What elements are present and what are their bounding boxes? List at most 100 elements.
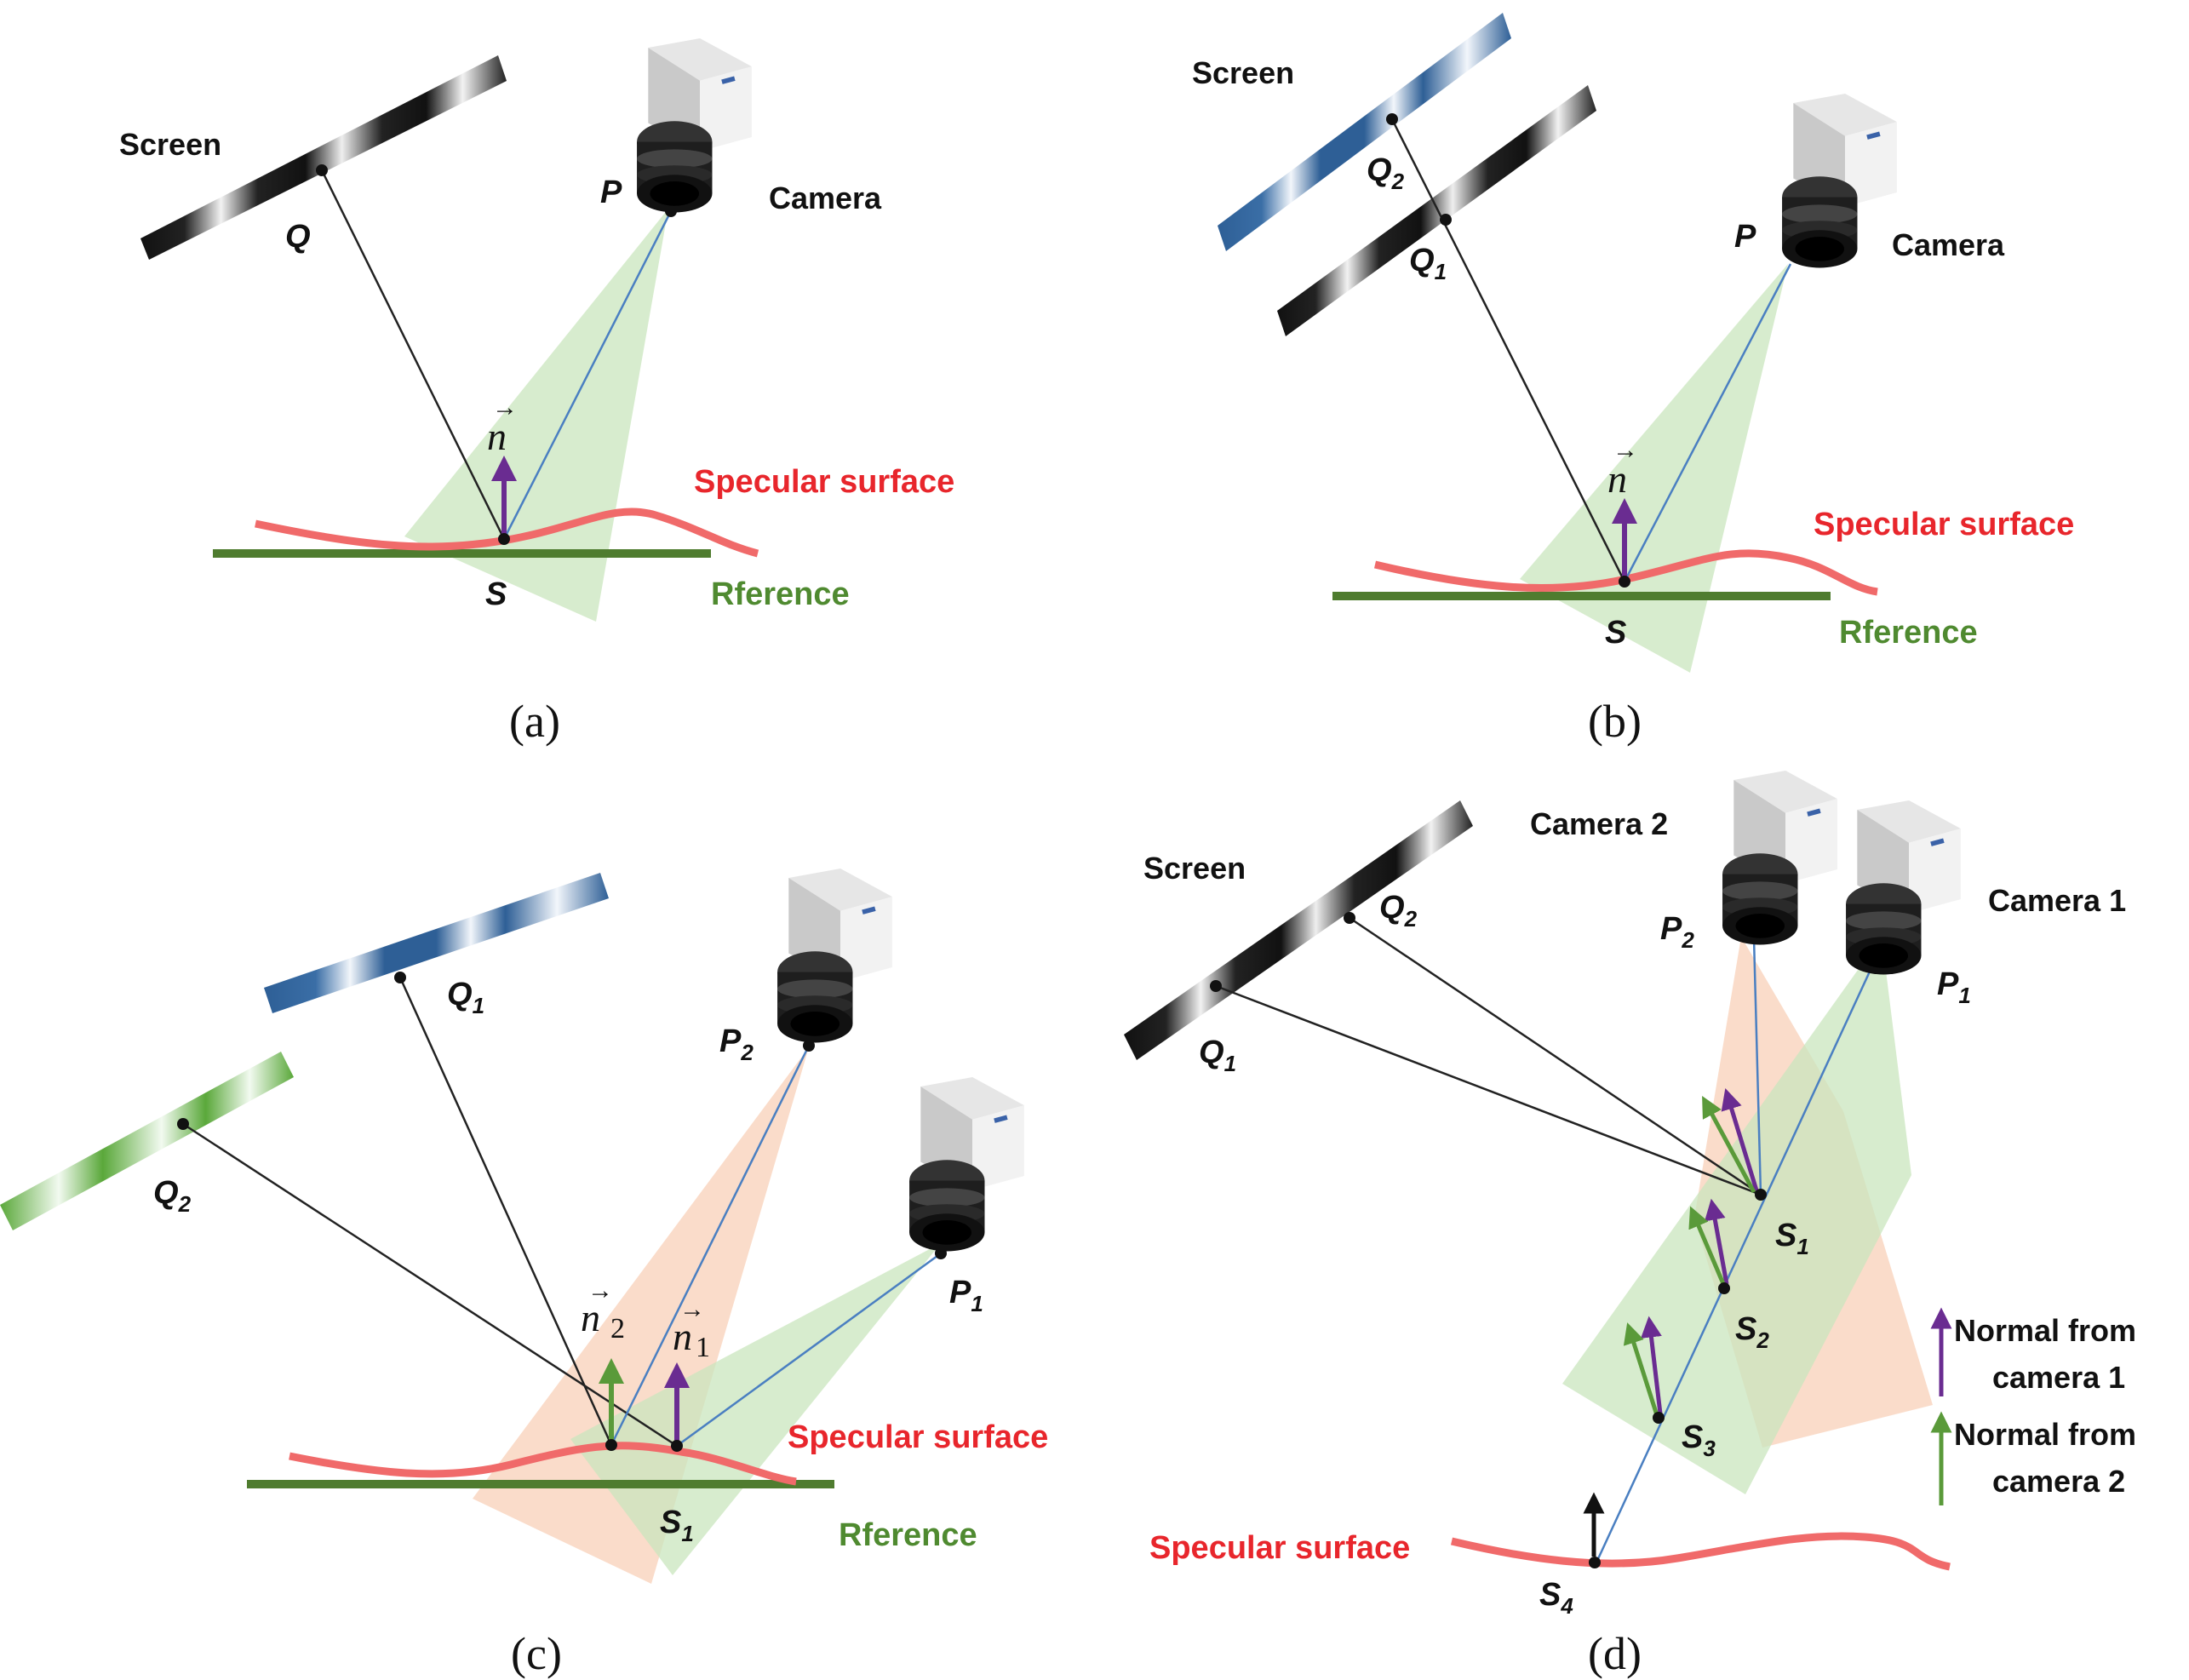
screen-bar xyxy=(1124,800,1473,1060)
camera-icon xyxy=(1782,94,1897,268)
s1-label: S1 xyxy=(1775,1218,1809,1259)
camera-icon xyxy=(637,38,752,213)
normal-cam1-s1 xyxy=(1721,1088,1759,1191)
vector-arrow-symbol: → xyxy=(1613,436,1638,464)
point-q xyxy=(316,164,328,176)
point-s-left xyxy=(605,1439,617,1451)
screen-bar-dark xyxy=(1277,85,1596,336)
normal-cam1-s2 xyxy=(1704,1198,1729,1285)
s2-label: S2 xyxy=(1735,1311,1769,1353)
camera-label: Camera xyxy=(769,181,882,215)
p2-label: P2 xyxy=(719,1023,754,1065)
specular-surface xyxy=(255,507,759,558)
caption-b: (b) xyxy=(1588,696,1642,747)
screen-ray-q1 xyxy=(1215,984,1762,1196)
specular-surface xyxy=(1373,549,1878,596)
specular-surface-label: Specular surface xyxy=(1149,1530,1410,1566)
screen-bar-blue xyxy=(1218,13,1511,251)
legend: Normal from camera 1 Normal from camera … xyxy=(1930,1307,2136,1505)
screen-label: Screen xyxy=(1143,851,1246,886)
point-q2 xyxy=(177,1118,189,1130)
p1-label: P1 xyxy=(949,1275,983,1316)
camera-ray xyxy=(502,210,673,540)
point-s1 xyxy=(671,1440,683,1452)
s4-label: S4 xyxy=(1539,1577,1573,1619)
legend-camera1-line2: camera 1 xyxy=(1992,1360,2125,1395)
normal-cam1-s3 xyxy=(1641,1316,1663,1414)
caption-c: (c) xyxy=(511,1628,562,1679)
q1-label: Q1 xyxy=(1199,1035,1236,1076)
screen-ray xyxy=(1390,118,1626,582)
camera-icon xyxy=(909,1077,1024,1252)
vector-arrow-symbol: → xyxy=(492,393,518,421)
s1-label: S1 xyxy=(660,1505,694,1546)
camera2-ray xyxy=(1752,937,1762,1195)
screen-label: Screen xyxy=(119,127,221,162)
camera1-ray xyxy=(1595,949,1882,1563)
point-s2 xyxy=(1718,1282,1730,1294)
q1-label: Q1 xyxy=(447,977,484,1018)
point-s4 xyxy=(1589,1557,1601,1568)
point-s1 xyxy=(1755,1189,1767,1201)
legend-camera2-line1: Normal from xyxy=(1954,1417,2136,1452)
specular-surface xyxy=(289,1442,797,1486)
caption-a: (a) xyxy=(509,696,560,747)
reference-label: Rference xyxy=(839,1517,977,1553)
view-cone-camera1 xyxy=(570,1243,941,1575)
specular-surface-label: Specular surface xyxy=(1814,507,2074,542)
point-q1 xyxy=(394,972,406,983)
point-q2 xyxy=(1344,912,1355,924)
camera-ray-p1 xyxy=(676,1252,942,1448)
s-label: S xyxy=(485,576,507,612)
legend-camera1-line1: Normal from xyxy=(1954,1313,2136,1348)
camera-ray xyxy=(1623,263,1792,582)
q2-label: Q2 xyxy=(1367,152,1405,194)
q1-label: Q1 xyxy=(1409,243,1447,284)
normal-cam2-s2 xyxy=(1688,1206,1727,1287)
point-s3 xyxy=(1653,1412,1665,1424)
p1-label: P1 xyxy=(1937,966,1971,1008)
point-q2 xyxy=(1386,113,1398,125)
screen-label: Screen xyxy=(1192,55,1294,90)
camera-icon xyxy=(1846,800,1961,975)
specular-surface-label: Specular surface xyxy=(694,464,954,500)
panel-a: Screen Camera Q P S n → Specular surface… xyxy=(119,38,954,747)
p-label: P xyxy=(600,175,622,210)
vector-arrow-symbol: → xyxy=(587,1276,613,1304)
s-label: S xyxy=(1605,615,1626,651)
point-q1 xyxy=(1440,214,1452,226)
point-q1 xyxy=(1210,980,1222,992)
screen-ray-q2 xyxy=(182,1122,678,1448)
specular-surface-label: Specular surface xyxy=(788,1419,1048,1455)
screen-bar-green xyxy=(0,1052,294,1230)
point-s xyxy=(498,533,510,545)
screen-ray-q1 xyxy=(398,977,613,1446)
view-cone-camera2 xyxy=(473,1047,809,1584)
camera-ray-p2 xyxy=(610,1045,811,1446)
vector-arrow-symbol: → xyxy=(679,1295,705,1323)
reference-label: Rference xyxy=(1839,615,1978,651)
n-label: n xyxy=(487,415,507,458)
reference-label: Rference xyxy=(711,576,850,612)
screen-ray xyxy=(320,169,506,540)
q-label: Q xyxy=(285,219,311,255)
view-cone-camera1 xyxy=(1562,937,1911,1494)
panel-d: Screen Camera 2 Camera 1 Q2 Q1 P2 P1 S1 … xyxy=(1124,771,2136,1679)
view-cone xyxy=(404,209,668,622)
n-label: n xyxy=(1607,457,1627,501)
camera2-label: Camera 2 xyxy=(1530,806,1668,841)
camera1-label: Camera 1 xyxy=(1988,883,2126,918)
panel-b: Screen Camera Q2 Q1 P S n → Specular sur… xyxy=(1192,13,2074,747)
legend-camera2-line2: camera 2 xyxy=(1992,1464,2125,1499)
camera-icon xyxy=(777,869,892,1043)
view-cone xyxy=(1520,264,1788,673)
p-label: P xyxy=(1734,219,1756,255)
point-s xyxy=(1619,576,1630,588)
normal-cam2-s3 xyxy=(1623,1322,1659,1416)
point-p2 xyxy=(803,1040,815,1052)
camera-icon xyxy=(1722,771,1837,945)
specular-surface xyxy=(1450,1532,1951,1571)
